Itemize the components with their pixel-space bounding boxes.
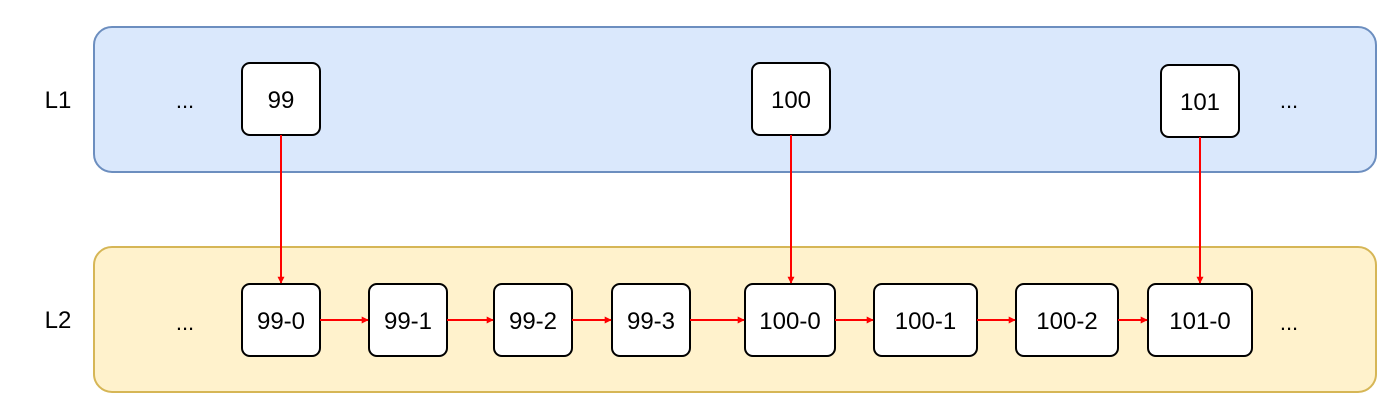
layer-l1-label: L1 xyxy=(45,87,72,114)
l2-node-label: 99-0 xyxy=(257,308,305,335)
l2-node-label: 99-1 xyxy=(384,308,432,335)
l2-node-label: 100-0 xyxy=(759,308,820,335)
layer-l2-label: L2 xyxy=(45,307,72,334)
l2-node-label: 101-0 xyxy=(1169,308,1230,335)
l2-node: 100-1 xyxy=(873,283,978,357)
l2-node: 100-2 xyxy=(1015,283,1119,357)
layer-l1-leading-ellipsis: ... xyxy=(176,88,194,113)
l2-node: 99-3 xyxy=(611,283,691,357)
l1-node-label: 101 xyxy=(1180,89,1220,116)
l2-node-label: 100-2 xyxy=(1036,308,1097,335)
l1-node: 99 xyxy=(241,62,321,136)
layer-l2-trailing-ellipsis: ... xyxy=(1280,310,1298,335)
l1-node-label: 100 xyxy=(771,87,811,114)
l2-node: 101-0 xyxy=(1147,283,1253,357)
l2-node: 99-2 xyxy=(493,283,573,357)
l1-node: 101 xyxy=(1160,64,1240,138)
layer-l2-leading-ellipsis: ... xyxy=(176,310,194,335)
l2-node-label: 99-3 xyxy=(627,308,675,335)
l2-node-box xyxy=(1147,283,1253,357)
l1-node: 100 xyxy=(751,62,831,136)
l2-node-label: 100-1 xyxy=(895,308,956,335)
l2-node: 100-0 xyxy=(744,283,836,357)
layer-l1: L1 ... ... xyxy=(45,26,1377,173)
l2-node: 99-0 xyxy=(241,283,321,357)
layer-l1-band xyxy=(93,26,1377,173)
layer-l1-trailing-ellipsis: ... xyxy=(1280,88,1298,113)
l2-node-label: 99-2 xyxy=(509,308,557,335)
l2-node: 99-1 xyxy=(368,283,448,357)
l1-node-label: 99 xyxy=(268,87,295,114)
